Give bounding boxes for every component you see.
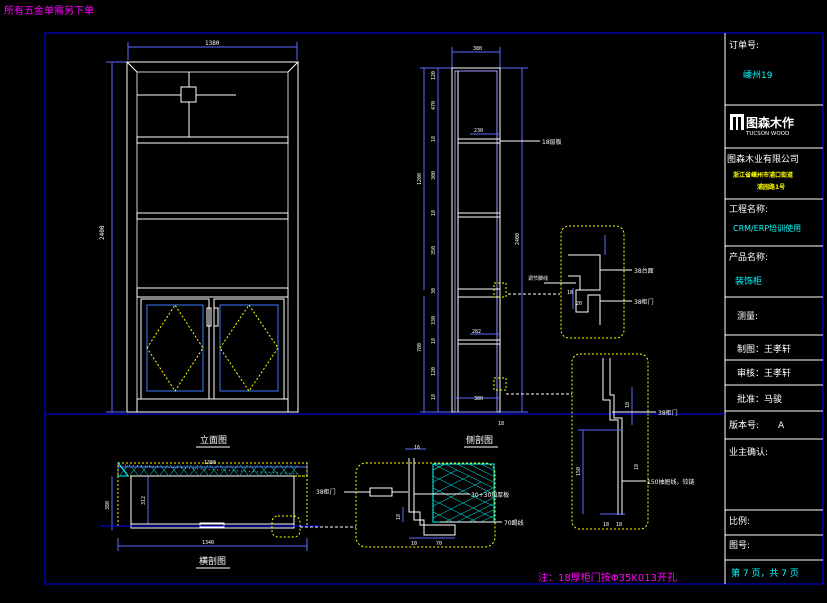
d3-dim-c: 18: [616, 522, 622, 528]
project-name: CRM/ERP培训使用: [733, 223, 801, 233]
company-address-1: 浙江省嵊州市浦口街道: [733, 171, 793, 179]
side-bottom-dim: 380: [474, 396, 483, 402]
callout-hinge-note: 150抽屉线，铰链: [647, 478, 694, 486]
side-s2: 18: [431, 136, 437, 142]
callout-cabinet-door-b: 38柜门: [658, 409, 678, 417]
d1-dim-d: 18: [396, 514, 402, 520]
callout-layer-board-30: 30+30加厚板: [471, 491, 509, 499]
product-label: 产品名称:: [729, 251, 768, 263]
d3-dim-d: 18: [625, 402, 631, 408]
company-name: 图森木业有限公司: [727, 153, 799, 165]
title-block: [725, 104, 823, 561]
bottom-note: 注：18厚柜门按Φ35K013开孔: [538, 571, 677, 584]
brand-name-cn: 图森木作: [746, 115, 794, 130]
d1-dim-c: 70: [436, 541, 442, 547]
side-s5: 30: [431, 288, 437, 294]
detail-hinge: [506, 353, 656, 530]
d2-dim-b: 18: [567, 290, 573, 296]
side-s4: 18: [431, 338, 437, 344]
page-count: 第 7 页，共 7 页: [731, 567, 799, 579]
side-s7: 350: [431, 246, 437, 255]
survey-label: 测量:: [737, 311, 758, 322]
drawing-no-label: 图号:: [729, 540, 750, 551]
d1-dim-a: 16: [414, 445, 420, 451]
plan-depth-dim: 312: [141, 496, 147, 505]
side-s6: 300: [431, 171, 437, 180]
approved-by: 批准：马骏: [737, 393, 782, 405]
plan-top-dim: 1380: [204, 460, 216, 466]
d3-dim-e: 18: [634, 464, 640, 470]
scale-label: 比例:: [729, 515, 750, 527]
side-top-dim: 380: [473, 46, 482, 52]
d1-dim-b: 10: [411, 541, 417, 547]
plan-bottom-dim: 1340: [202, 540, 214, 546]
callout-skirting: 70踢线: [504, 519, 524, 527]
side-height-dim: 2400: [515, 233, 521, 245]
brand-logo: 图森木作 TUCSON WOOD: [730, 114, 794, 137]
side-gap-a: 470: [431, 101, 437, 110]
front-elevation: [106, 42, 300, 413]
callout-cabinet-door-a: 38柜门: [634, 298, 654, 306]
side-lower-dim: 780: [417, 343, 423, 352]
plan-section: [100, 462, 320, 551]
drawn-by: 制图：王孝轩: [737, 343, 791, 355]
callout-layer-board: 18层板: [542, 138, 562, 146]
detail-top-panel: [508, 225, 632, 339]
front-width-dim: 1380: [205, 40, 220, 47]
side-depth-b: 282: [472, 329, 481, 335]
side-s1: 120: [431, 71, 437, 80]
front-height-dim: 2400: [99, 225, 106, 240]
drawing-border: [44, 32, 824, 585]
d3-dim-a: 18: [603, 522, 609, 528]
top-note: 所有五金单需另下单: [4, 4, 94, 17]
side-gap-b: 330: [431, 316, 437, 325]
side-s8: 120: [431, 367, 437, 376]
order-no-label: 订单号:: [729, 39, 759, 51]
product-name: 装饰柜: [735, 275, 762, 287]
callout-top-panel: 38台面: [634, 267, 654, 275]
checked-by: 审核：王孝轩: [737, 367, 791, 379]
d2-dim-a: 20: [576, 301, 582, 307]
order-no: 嵊州19: [743, 69, 773, 81]
callout-adjustable: 调节脚线: [528, 275, 548, 282]
owner-confirm-label: 业主确认:: [729, 446, 768, 458]
detail-door-section: [300, 448, 502, 548]
plan-view-title: 横剖图: [199, 555, 226, 567]
brand-name-en: TUCSON WOOD: [745, 131, 789, 137]
side-upper-dim: 1200: [417, 173, 423, 185]
project-label: 工程名称:: [729, 203, 768, 215]
plan-hatch: [119, 464, 299, 476]
plan-left-dim: 380: [105, 501, 111, 510]
d3-dim-b: 150: [576, 467, 582, 476]
company-address-2: 浦园路1号: [757, 183, 785, 191]
version-value: A: [778, 421, 785, 431]
side-s3: 18: [431, 210, 437, 216]
side-section: [420, 47, 540, 413]
side-s10: 18: [498, 421, 504, 427]
side-s9: 18: [431, 394, 437, 400]
side-view-title: 侧剖图: [466, 434, 493, 446]
side-depth-a: 230: [474, 128, 483, 134]
front-view-title: 立面图: [200, 434, 227, 446]
callout-cabinet-door-c: 38柜门: [316, 488, 336, 496]
version-label: 版本号:: [729, 419, 759, 431]
